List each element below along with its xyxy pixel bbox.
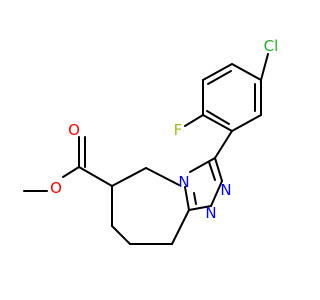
triazole-nitrogen-label: N	[205, 204, 216, 222]
triazole-nitrogen-label: N	[220, 181, 231, 199]
bond	[202, 114, 233, 132]
bond	[171, 209, 190, 245]
bond	[193, 192, 197, 205]
bond	[111, 225, 131, 245]
ester-oxygen-label: O	[50, 179, 62, 197]
bond	[111, 167, 147, 187]
molecule-svg: Cl F N N N O O	[23, 37, 278, 245]
structure-diagram: Cl F N N N O O	[23, 37, 278, 245]
bond	[231, 114, 262, 132]
bond	[208, 161, 216, 181]
atom-labels: Cl F N N N O O	[50, 37, 278, 222]
bond	[202, 63, 233, 81]
chlorine-label: Cl	[264, 37, 279, 55]
bonds	[23, 53, 269, 245]
bond	[189, 157, 216, 173]
bond	[214, 130, 233, 159]
bond	[184, 186, 190, 211]
bond	[210, 180, 223, 207]
bond	[184, 114, 204, 127]
bond	[260, 53, 269, 81]
fluorine-label: F	[174, 121, 183, 139]
bond	[206, 110, 230, 125]
bond	[188, 205, 212, 211]
bond	[207, 70, 232, 85]
bridgehead-nitrogen-label: N	[178, 173, 189, 191]
bond	[214, 157, 223, 182]
bond	[78, 166, 113, 187]
bond	[62, 166, 80, 178]
carbonyl-oxygen-label: O	[68, 121, 80, 139]
bond	[145, 167, 180, 186]
bond	[231, 63, 262, 81]
